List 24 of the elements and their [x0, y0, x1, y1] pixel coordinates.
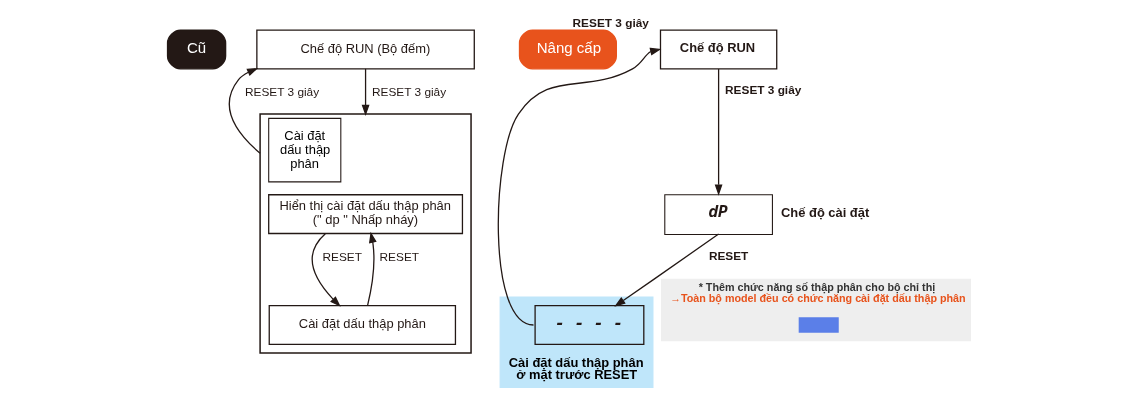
node-box	[798, 317, 839, 333]
arrow	[366, 231, 377, 307]
node-box: Cài đặt dấu thập phân	[268, 304, 457, 345]
edge-label: RESET 3 giây	[245, 84, 320, 99]
arrow	[497, 47, 662, 326]
arrow	[361, 68, 370, 116]
node-box: Hiển thị cài đặt dấu thập phân (" dp " Nhấp nháy)	[268, 194, 464, 235]
edge-label: RESET	[708, 248, 749, 263]
edge-label: RESET	[379, 249, 419, 264]
edge-label: RESET 3 giây	[572, 16, 649, 31]
arrow	[228, 67, 261, 154]
node-label: Chế độ cài đặt	[781, 204, 870, 220]
arrow	[311, 233, 341, 307]
node-box: Nâng cấp	[518, 29, 617, 70]
node-box: Chế độ RUN	[659, 29, 778, 70]
edge-label: RESET 3 giây	[725, 83, 802, 98]
node-box: - - - -	[534, 304, 645, 345]
edge-label: RESET 3 giây	[372, 84, 447, 99]
cluster: * Thêm chức năng số thập phân cho bộ chỉ thị →Toàn bộ model đều có chức năng cài đặt dấu thập phân	[661, 278, 971, 342]
edge-label: RESET	[322, 249, 362, 264]
arrow	[714, 68, 723, 196]
node-box: Chế độ RUN (Bộ đếm)	[256, 29, 475, 70]
node-box: Cũ	[166, 29, 227, 70]
arrow	[614, 233, 720, 307]
